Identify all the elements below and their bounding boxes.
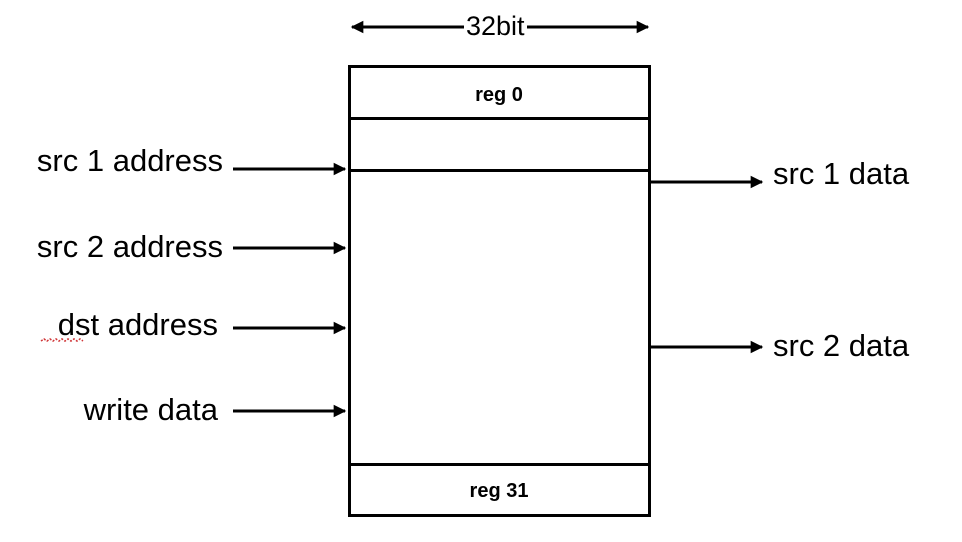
src-2-data-label: src 2 data	[773, 328, 910, 363]
src-2-address-label: src 2 address	[36, 229, 223, 264]
write-data-label: write data	[83, 392, 218, 427]
spellcheck-underline	[40, 338, 84, 342]
reg-31-label: reg 31	[469, 480, 529, 502]
src-1-address-label: src 1 address	[36, 143, 223, 178]
reg-0-label: reg 0	[475, 84, 523, 106]
src-1-data-label: src 1 data	[773, 156, 910, 191]
register-file-box	[348, 65, 651, 517]
bit-width-label: 32bit	[464, 11, 527, 41]
dst-address-label: dst address	[57, 307, 218, 342]
